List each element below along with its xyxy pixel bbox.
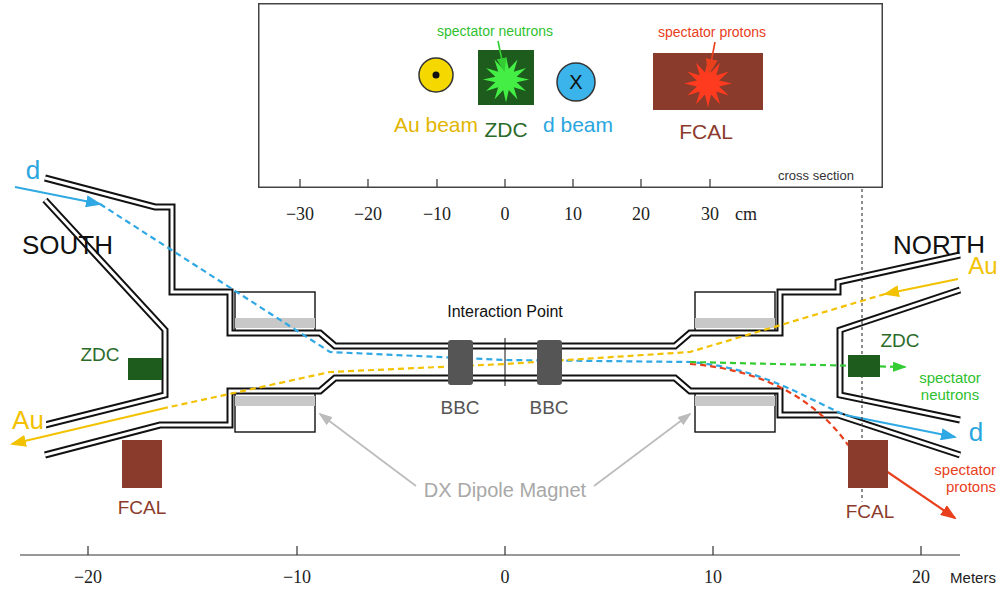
axis-tick-label: 0 <box>501 205 510 225</box>
magnet-leader <box>320 414 690 486</box>
fcal-box: FCAL <box>848 440 888 488</box>
axis-tick-label: 10 <box>564 205 582 225</box>
node-caption: X <box>569 71 582 93</box>
node-shape <box>418 57 454 93</box>
zdc-box: spectator neutronsZDC <box>478 50 534 105</box>
node-shape <box>448 340 473 385</box>
node-label: d beam <box>543 113 613 136</box>
d-beam-circle: Xd beam <box>556 62 596 102</box>
node-label: FCAL <box>679 120 733 143</box>
beam-circle <box>557 63 595 101</box>
fcal-box: FCAL <box>122 440 162 488</box>
burst-symbol <box>483 56 529 102</box>
node-shape <box>848 440 888 488</box>
node-label: Au beam <box>394 113 478 136</box>
meter-axis <box>20 546 960 555</box>
detector-box <box>122 440 162 488</box>
axis-tick-label: 20 <box>912 568 930 588</box>
detector-box <box>478 50 534 105</box>
leader-arrow <box>498 41 504 70</box>
detector-box <box>448 340 473 385</box>
axis-tick-label: −10 <box>283 568 311 588</box>
burst-symbol <box>684 60 732 108</box>
panel-border <box>259 4 883 188</box>
detector-box <box>537 340 562 385</box>
axis-tick-label: −20 <box>354 205 382 225</box>
beam-direction-dot <box>433 72 440 79</box>
interaction-point-label: Interaction Point <box>447 303 563 321</box>
node-caption: spectator protons <box>658 25 766 40</box>
zdc-box: ZDC <box>128 358 162 380</box>
node-shape <box>128 358 162 380</box>
axis-tick-label: 20 <box>632 205 650 225</box>
beam-trajectories <box>12 187 958 518</box>
inset-panel: cross sectionAu beamspectator neutronsZD… <box>258 3 883 188</box>
axis-unit: Meters <box>950 570 996 587</box>
node-shape <box>848 355 880 377</box>
axis-tick-label: −30 <box>286 205 314 225</box>
leader-arrow <box>709 42 715 73</box>
side-label: SOUTH <box>22 231 113 260</box>
axis-tick-label: −10 <box>423 205 451 225</box>
node-label: BBC <box>527 398 570 419</box>
node-label: BBC <box>438 398 481 419</box>
axis-tick-label: 30 <box>701 205 719 225</box>
beam-circle <box>419 58 453 92</box>
node-shape <box>478 50 534 105</box>
au-beam-circle: Au beam <box>418 57 454 93</box>
axis-tick-label: 0 <box>501 568 510 588</box>
detector-box <box>653 53 763 110</box>
axis-tick-label: −20 <box>74 568 102 588</box>
spectator-label: spectator protons <box>922 462 998 495</box>
node-shape <box>122 440 162 488</box>
node-shape <box>537 340 562 385</box>
bbc-box: BBC <box>448 340 473 385</box>
spectator-label: spectator neutrons <box>909 370 991 403</box>
detector-box <box>848 440 888 488</box>
fcal-box: spectator protonsFCAL <box>653 53 763 110</box>
beam-label: Au <box>10 406 46 435</box>
node-label: ZDC <box>878 331 921 352</box>
beam-label: d <box>24 156 42 185</box>
beam-label: d <box>967 418 985 447</box>
magnet-label: DX Dipole Magnet <box>422 479 588 501</box>
node-shape <box>653 53 763 110</box>
interaction-point-line <box>505 338 506 386</box>
beam-label: Au <box>966 253 999 279</box>
node-label: ZDC <box>484 118 527 141</box>
axis-tick-label: 10 <box>704 568 722 588</box>
node-label: ZDC <box>78 345 121 366</box>
axis-unit: cm <box>735 205 757 225</box>
node-label: cross section <box>778 169 854 183</box>
node-caption: spectator neutrons <box>437 24 553 39</box>
beam-pipe <box>45 178 960 455</box>
zdc-box: ZDC <box>848 355 880 377</box>
node-label: FCAL <box>844 502 897 523</box>
detector-box <box>128 358 162 380</box>
detector-box <box>848 355 880 377</box>
node-label: FCAL <box>116 498 169 519</box>
bbc-box: BBC <box>537 340 562 385</box>
